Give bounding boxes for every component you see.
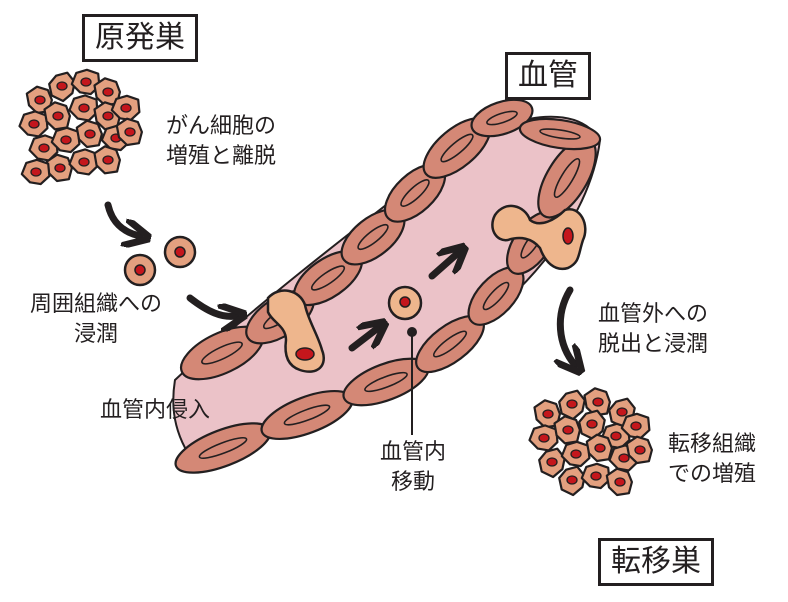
tumor-cell [20,158,51,186]
vessel-wall-cell [470,98,534,138]
tumor-cell [605,467,634,497]
tumor-cell [115,117,143,147]
vessel-wall-cell [518,117,602,151]
tumor-cell [585,433,614,463]
tumor-cell [48,71,76,103]
tumor-cell [18,110,49,138]
tumor-cell [68,94,99,122]
tumor-cell [578,409,606,441]
vessel-wall-lower [174,117,602,474]
tumor-cell [45,153,74,183]
tumor-cell [70,68,101,96]
tumor-cell [50,126,81,154]
metastasis-label: 転移巣 [598,538,714,586]
tumor-cell [558,465,586,497]
tumor-cell [528,424,559,452]
extravasating-tumor-cell [491,204,587,271]
circulating-tumor-cell [387,285,423,321]
arrow-detach [104,201,140,236]
blood-vessel-label: 血管 [505,52,591,100]
tumor-cell [110,94,141,122]
primary-tumor-cluster [18,68,143,186]
step-intravasation: 血管内侵入 [100,398,211,423]
arrow-extravasate [560,286,575,365]
invading-tumor-cell [266,289,325,373]
tumor-cell [28,134,59,162]
tumor-cell [68,148,99,176]
step-colonization: 転移組織 での増殖 [668,432,757,487]
detached-cell [123,253,157,287]
tumor-cell [558,389,586,421]
arrow-flow-2 [428,253,458,280]
step-invasion: 周囲組織への 浸潤 [29,292,162,347]
primary-tumor-label: 原発巣 [82,14,198,62]
detached-cell [163,235,197,269]
tumor-cell [625,435,654,465]
tumor-cell [553,415,582,445]
tumor-cell [75,119,104,149]
arrow-flow-1 [348,328,378,352]
tumor-cell [560,440,591,468]
metastasis-cluster [528,387,654,497]
tumor-cell [43,101,72,131]
step-circulation: 血管内 移動 [379,440,446,495]
step-proliferation: がん細胞の 増殖と離脱 [166,114,277,169]
arrow-invade [186,294,236,316]
tumor-cell [580,462,611,490]
tumor-cell [620,412,651,440]
tumor-cell [538,447,566,479]
step-extravasation: 血管外への 脱出と浸潤 [598,302,709,357]
vessel-wall-upper [179,98,534,381]
tumor-cell [93,145,122,175]
